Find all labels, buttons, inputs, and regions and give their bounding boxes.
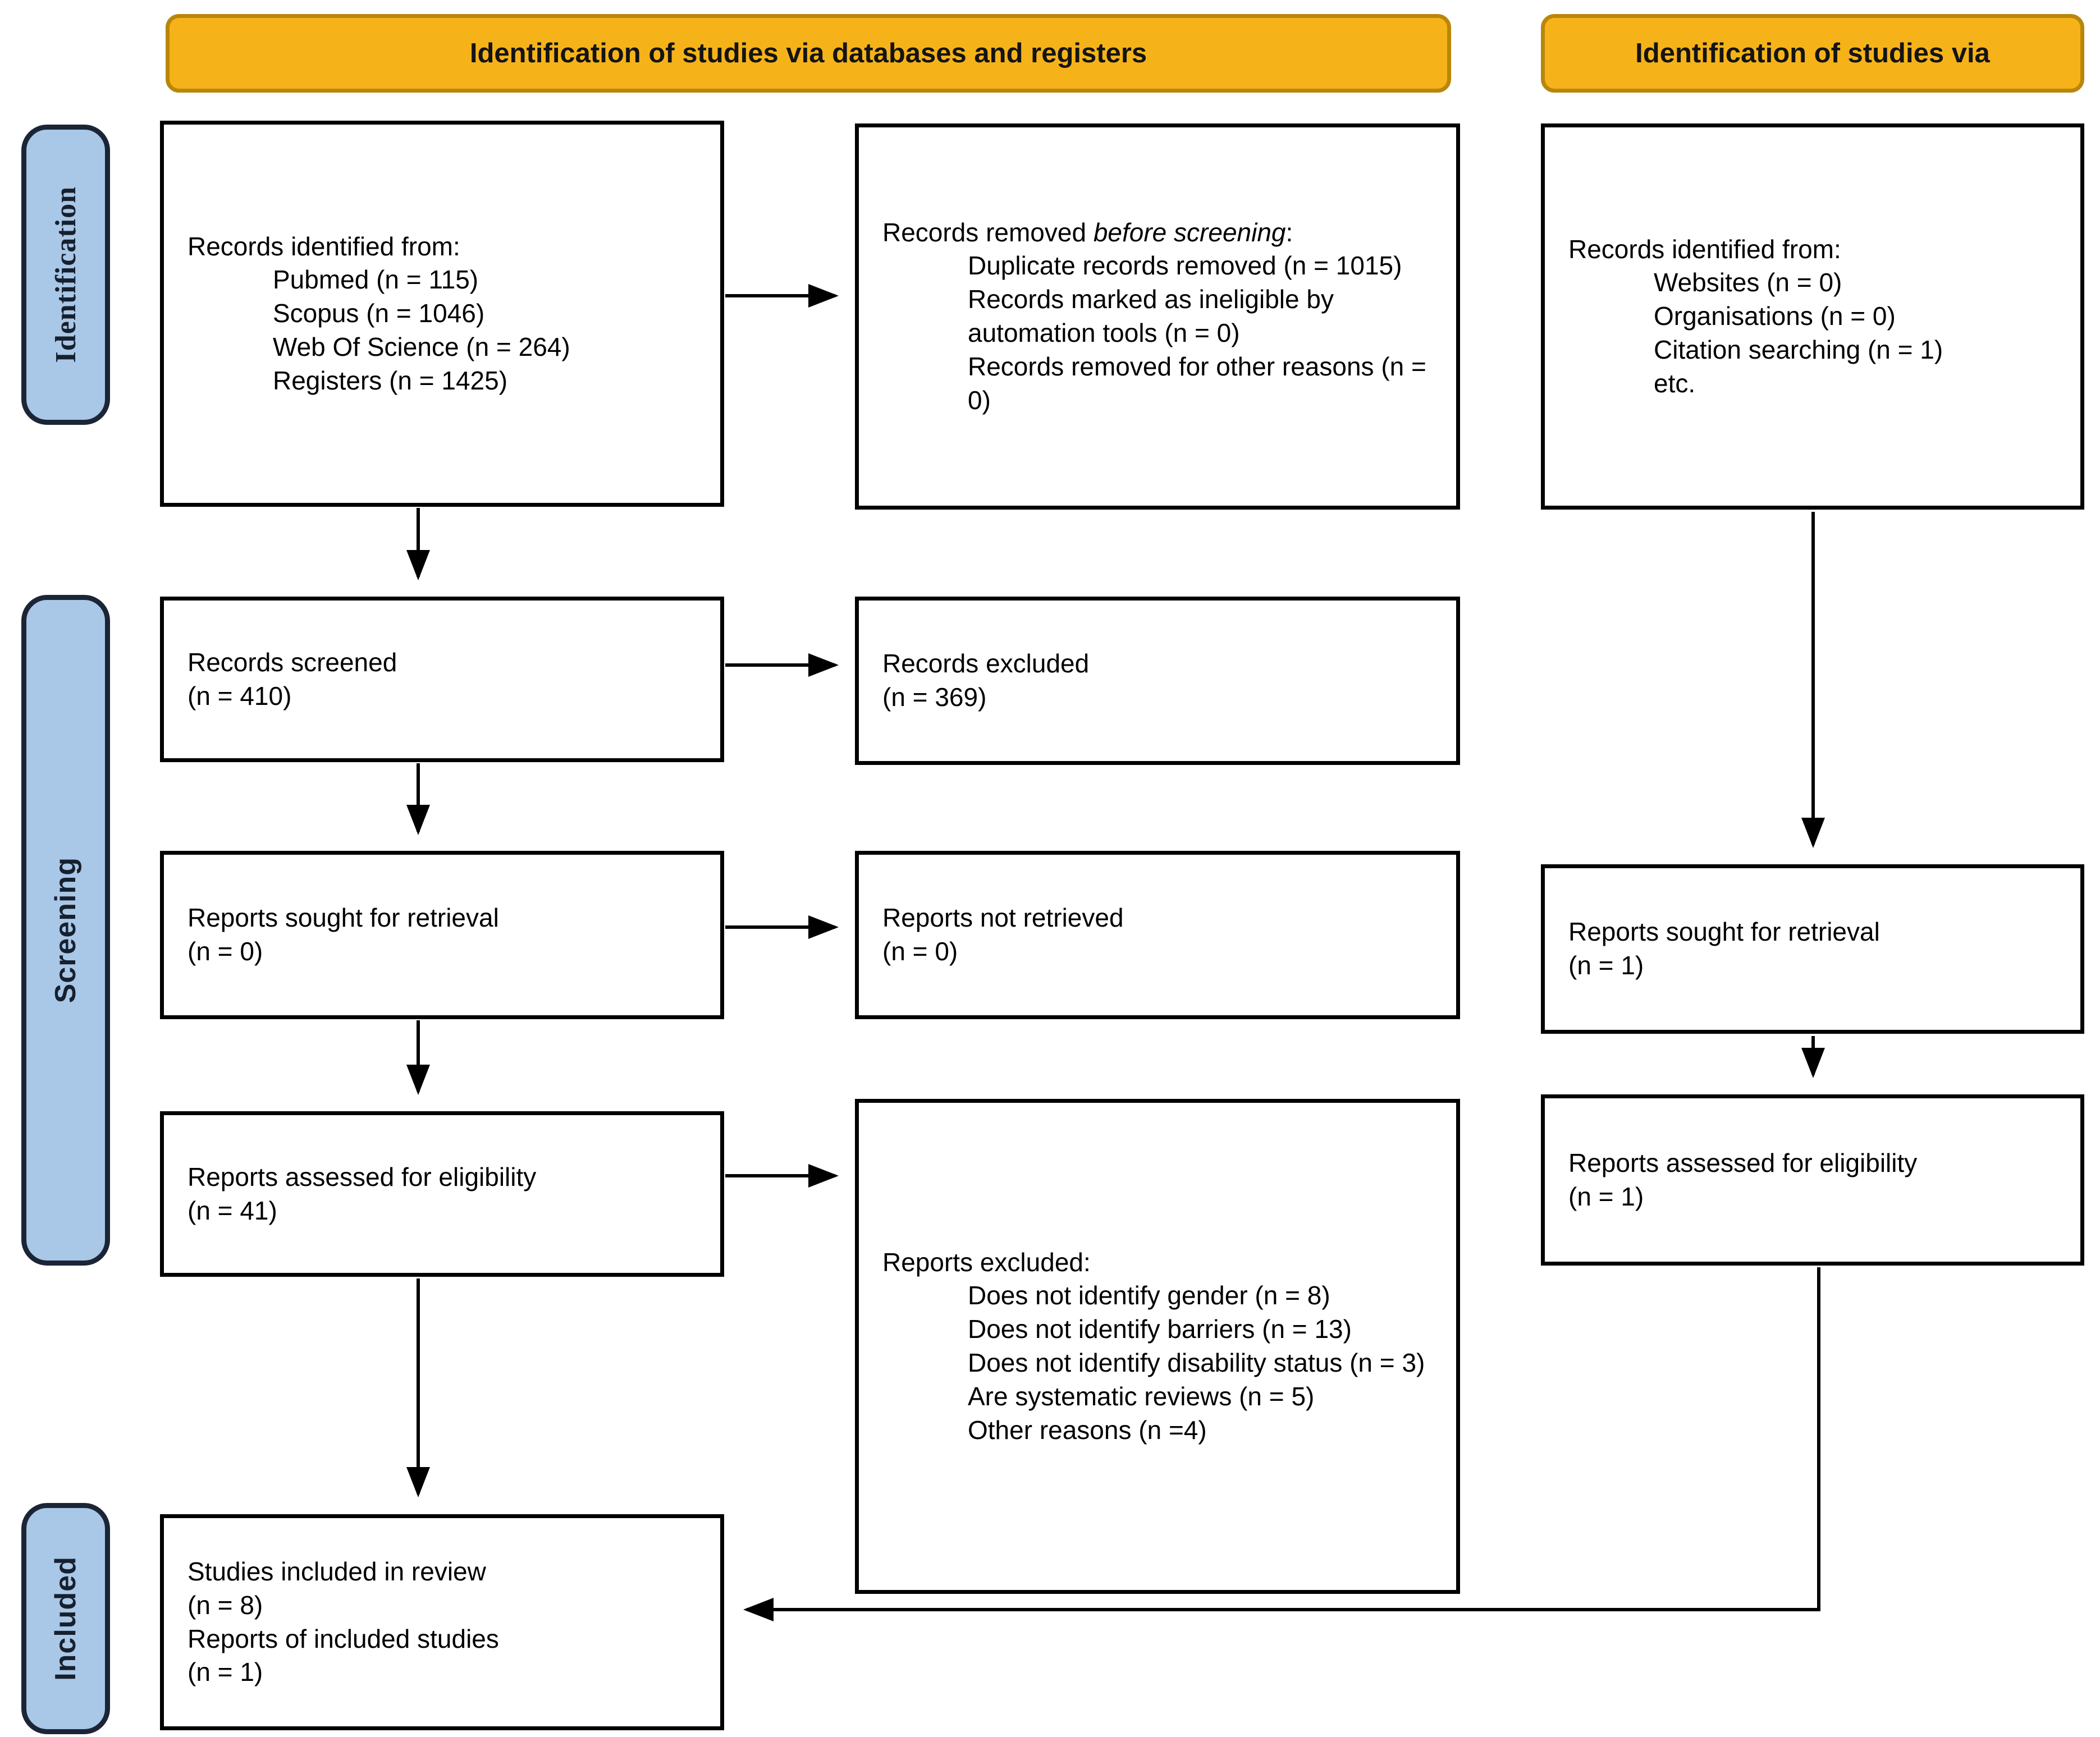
reports-included-count: (n = 1)	[187, 1657, 263, 1687]
source-citation-searching: Citation searching (n = 1)	[1654, 334, 1943, 364]
stage-label-screening-text: Screening	[49, 857, 82, 1003]
stage-label-identification: Identification	[21, 125, 110, 425]
box-title: Reports excluded:	[882, 1247, 1091, 1277]
records-removed-title-suffix: :	[1285, 217, 1293, 247]
reports-assessed-other-label: Reports assessed for eligibility	[1568, 1148, 1918, 1177]
reports-assessed-other-count: (n = 1)	[1568, 1181, 1644, 1211]
reports-sought-count: (n = 0)	[187, 937, 263, 966]
box-records-removed: Records removed before screening: Duplic…	[855, 123, 1460, 510]
source-etc: etc.	[1654, 368, 1696, 398]
reports-not-retrieved-count: (n = 0)	[882, 937, 958, 966]
records-removed-title-prefix: Records removed	[882, 217, 1094, 247]
box-title: Records identified from:	[1568, 234, 1841, 264]
reports-assessed-label: Reports assessed for eligibility	[187, 1162, 537, 1191]
source-organisations: Organisations (n = 0)	[1654, 301, 1896, 331]
records-excluded-label: Records excluded	[882, 649, 1090, 679]
excluded-gender: Does not identify gender (n = 8)	[968, 1281, 1330, 1310]
banner-databases-registers-label: Identification of studies via databases …	[469, 38, 1147, 68]
records-excluded-count: (n = 369)	[882, 682, 987, 712]
box-records-excluded: Records excluded (n = 369)	[855, 597, 1460, 765]
reports-sought-other-label: Reports sought for retrieval	[1568, 917, 1880, 947]
box-records-identified-databases: Records identified from: Pubmed (n = 115…	[160, 121, 724, 507]
banner-other-methods-label: Identification of studies via	[1635, 38, 1990, 68]
source-registers: Registers (n = 1425)	[273, 365, 508, 395]
box-records-identified-other: Records identified from: Websites (n = 0…	[1541, 123, 2084, 510]
removed-other-reasons: Records removed for other reasons (n = 0…	[968, 351, 1426, 415]
reports-sought-other-count: (n = 1)	[1568, 951, 1644, 980]
studies-included-label: Studies included in review	[187, 1556, 486, 1586]
records-screened-count: (n = 410)	[187, 681, 292, 711]
box-reports-sought-databases: Reports sought for retrieval (n = 0)	[160, 851, 724, 1019]
box-reports-not-retrieved: Reports not retrieved (n = 0)	[855, 851, 1460, 1019]
arrow-otherassessed-to-included	[743, 1267, 1820, 1621]
banner-databases-registers: Identification of studies via databases …	[166, 14, 1451, 93]
reports-sought-label: Reports sought for retrieval	[187, 903, 499, 933]
excluded-disability: Does not identify disability status (n =…	[968, 1348, 1425, 1377]
box-reports-assessed-databases: Reports assessed for eligibility (n = 41…	[160, 1111, 724, 1277]
reports-not-retrieved-label: Reports not retrieved	[882, 903, 1124, 933]
records-removed-title-italic: before screening	[1093, 217, 1286, 247]
source-pubmed: Pubmed (n = 115)	[273, 265, 479, 295]
source-websites: Websites (n = 0)	[1654, 268, 1842, 297]
source-scopus: Scopus (n = 1046)	[273, 299, 485, 328]
removed-automation: Records marked as ineligible by automati…	[968, 285, 1334, 347]
excluded-other-reasons: Other reasons (n =4)	[968, 1415, 1207, 1445]
removed-duplicates: Duplicate records removed (n = 1015)	[968, 251, 1402, 281]
box-records-screened: Records screened (n = 410)	[160, 597, 724, 762]
studies-included-count: (n = 8)	[187, 1590, 263, 1620]
reports-included-label: Reports of included studies	[187, 1624, 499, 1653]
stage-label-included-text: Included	[49, 1556, 82, 1681]
banner-other-methods: Identification of studies via	[1541, 14, 2084, 93]
records-screened-label: Records screened	[187, 647, 397, 677]
box-reports-assessed-other: Reports assessed for eligibility (n = 1)	[1541, 1094, 2084, 1266]
box-reports-excluded: Reports excluded: Does not identify gend…	[855, 1099, 1460, 1594]
stage-label-screening: Screening	[21, 595, 110, 1266]
excluded-barriers: Does not identify barriers (n = 13)	[968, 1314, 1352, 1344]
stage-label-included: Included	[21, 1503, 110, 1734]
stage-label-identification-text: Identification	[49, 186, 82, 363]
source-web-of-science: Web Of Science (n = 264)	[273, 332, 570, 361]
box-title: Records removed before screening:	[882, 216, 1442, 250]
box-studies-included: Studies included in review (n = 8) Repor…	[160, 1514, 724, 1730]
excluded-systematic-reviews: Are systematic reviews (n = 5)	[968, 1381, 1315, 1411]
box-reports-sought-other: Reports sought for retrieval (n = 1)	[1541, 864, 2084, 1034]
box-title: Records identified from:	[187, 231, 460, 261]
reports-assessed-count: (n = 41)	[187, 1195, 277, 1225]
